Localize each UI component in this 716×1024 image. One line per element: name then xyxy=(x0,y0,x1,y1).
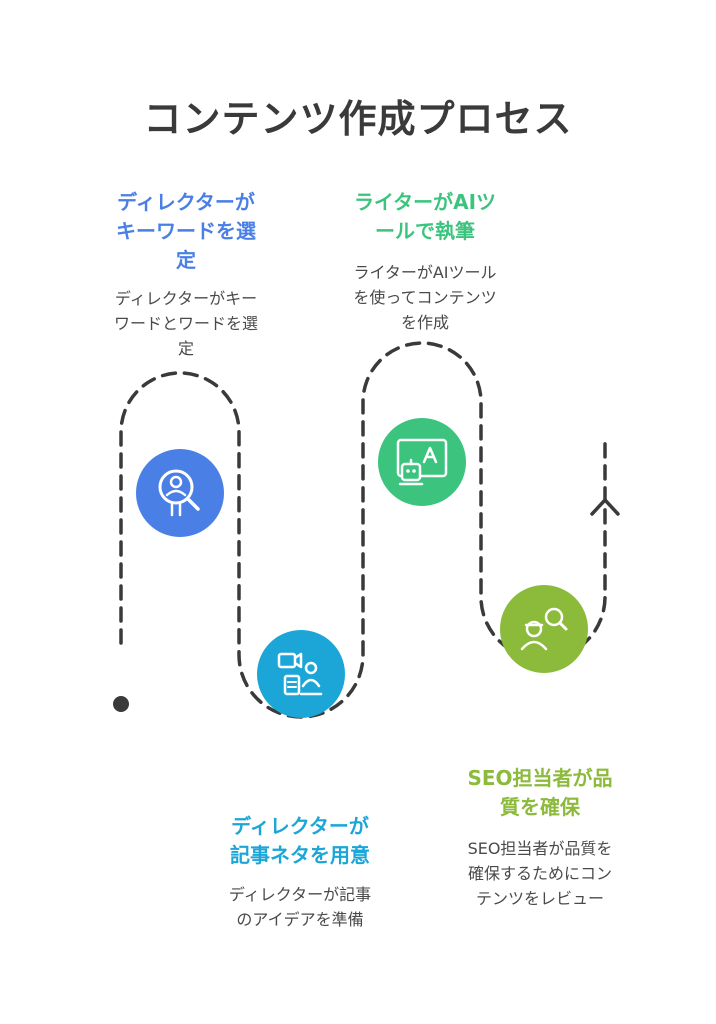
idea-prep-icon xyxy=(277,652,323,696)
step2-title: ディレクターが 記事ネタを用意 xyxy=(200,812,400,870)
ai-robot-icon xyxy=(396,438,448,486)
step4-title-line1: SEO担当者が品 xyxy=(467,766,613,790)
step4-desc-line2: 確保するためにコン xyxy=(467,864,612,883)
step3-desc-line1: ライターがAIツール xyxy=(353,263,497,282)
step3-desc-line2: を使ってコンテンツ xyxy=(353,288,497,307)
step4-title: SEO担当者が品 質を確保 xyxy=(440,764,640,822)
step4-description: SEO担当者が品質を 確保するためにコン テンツをレビュー xyxy=(440,836,640,911)
path-start-dot xyxy=(113,696,129,712)
step1-desc-line2: ワードとワードを選 xyxy=(113,314,258,333)
step3-title-line2: ールで執筆 xyxy=(375,219,475,243)
step2-icon-circle xyxy=(257,630,345,718)
search-person-icon xyxy=(158,469,200,517)
reviewer-icon xyxy=(520,607,568,651)
step4-desc-line1: SEO担当者が品質を xyxy=(467,839,613,858)
page-title: コンテンツ作成プロセス xyxy=(143,97,573,141)
step4-icon-circle xyxy=(500,585,588,673)
step3-title: ライターがAIツ ールで執筆 xyxy=(325,188,525,246)
step4-title-line2: 質を確保 xyxy=(500,795,580,819)
step1-title: ディレクターが キーワードを選 定 xyxy=(86,188,286,275)
step1-icon-circle xyxy=(136,449,224,537)
step2-desc-line1: ディレクターが記事 xyxy=(228,885,372,904)
step2-title-line2: 記事ネタを用意 xyxy=(230,843,370,867)
step3-title-line1: ライターがAIツ xyxy=(353,190,497,214)
step2-description: ディレクターが記事 のアイデアを準備 xyxy=(200,882,400,932)
step1-title-line3: 定 xyxy=(176,248,196,272)
step2-desc-line2: のアイデアを準備 xyxy=(236,910,364,929)
step1-title-line2: キーワードを選 xyxy=(116,219,256,243)
dashed-path-line xyxy=(119,341,607,719)
step3-desc-line3: を作成 xyxy=(400,313,449,332)
step1-title-line1: ディレクターが xyxy=(117,190,255,214)
step2-title-line1: ディレクターが xyxy=(231,814,369,838)
step1-desc-line1: ディレクターがキー xyxy=(114,289,258,308)
step1-desc-line3: 定 xyxy=(177,339,194,358)
path-end-arrow-icon xyxy=(590,498,620,516)
step3-icon-circle xyxy=(378,418,466,506)
step3-description: ライターがAIツール を使ってコンテンツ を作成 xyxy=(325,260,525,335)
step4-desc-line3: テンツをレビュー xyxy=(475,889,604,908)
step1-description: ディレクターがキー ワードとワードを選 定 xyxy=(86,286,286,361)
